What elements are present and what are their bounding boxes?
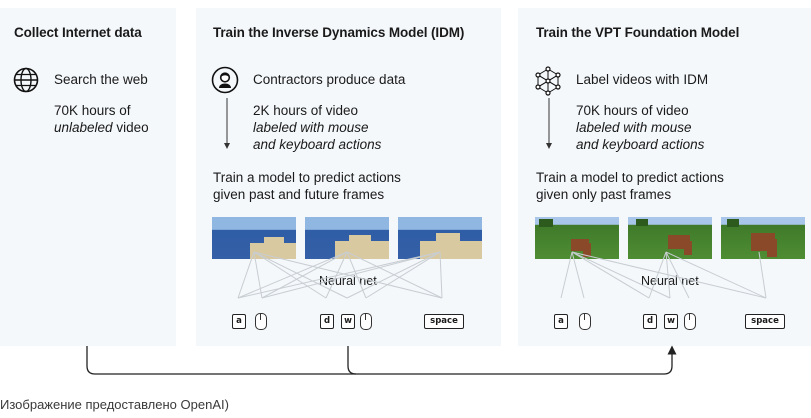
step-label: Contractors produce data [253,72,406,87]
key-a: a [554,314,568,329]
stat-line-1: 70K hours of video [576,103,689,118]
stat-line-2: labeled with mouse [576,120,692,135]
stat-line-1: 70K hours of [54,103,131,118]
step-label: Label videos with IDM [576,72,709,87]
video-frame-grass [535,217,619,259]
stat-line-3: and keyboard actions [576,137,705,152]
stat-line-1: 2K hours of video [253,103,359,118]
image-caption: Изображение предоставлено OpenAI) [0,397,229,412]
vpt-neural-net-connections [560,251,767,299]
panel-title: Train the VPT Foundation Model [536,25,740,40]
mouse-icon [255,313,267,330]
key-w: w [341,314,355,329]
desc-line-1: Train a model to predict actions [213,170,401,185]
stat-emphasis: unlabeled [54,120,113,135]
panel-title: Train the Inverse Dynamics Model (IDM) [213,25,465,40]
stat-line-2: unlabeled video [54,119,149,136]
step-label: Search the web [54,72,148,87]
desc-line-2: given only past frames [536,187,672,202]
mouse-icon [579,313,591,330]
neural-net-label: Neural net [319,274,377,288]
video-frame-grass [721,217,805,259]
stat-line-3: and keyboard actions [253,137,382,152]
panel-collect-internet-data: Collect Internet data Search the web 70K… [0,8,176,346]
idm-neural-net-connections [237,251,443,299]
stat-rest: video [112,120,149,135]
flow-line [347,346,357,375]
key-w: w [664,314,678,329]
person-icon [211,66,239,94]
key-space: space [745,314,785,329]
desc-line-1: Train a model to predict actions [536,170,724,185]
flow-line [86,345,677,375]
network-icon [535,66,561,96]
stat-line-2: labeled with mouse [253,120,369,135]
panel-train-vpt: Train the VPT Foundation Model Label vid… [518,8,811,346]
panel-title: Collect Internet data [14,25,142,40]
mouse-icon [360,313,372,330]
mouse-icon [684,313,696,330]
key-a: a [232,314,246,329]
desc-line-2: given past and future frames [213,187,385,202]
panel-train-idm: Train the Inverse Dynamics Model (IDM) C… [196,8,501,346]
globe-icon [13,67,39,93]
video-frame-grass [628,217,712,259]
key-d: d [643,314,657,329]
key-d: d [320,314,334,329]
neural-net-label: Neural net [641,274,699,288]
key-space: space [424,314,464,329]
